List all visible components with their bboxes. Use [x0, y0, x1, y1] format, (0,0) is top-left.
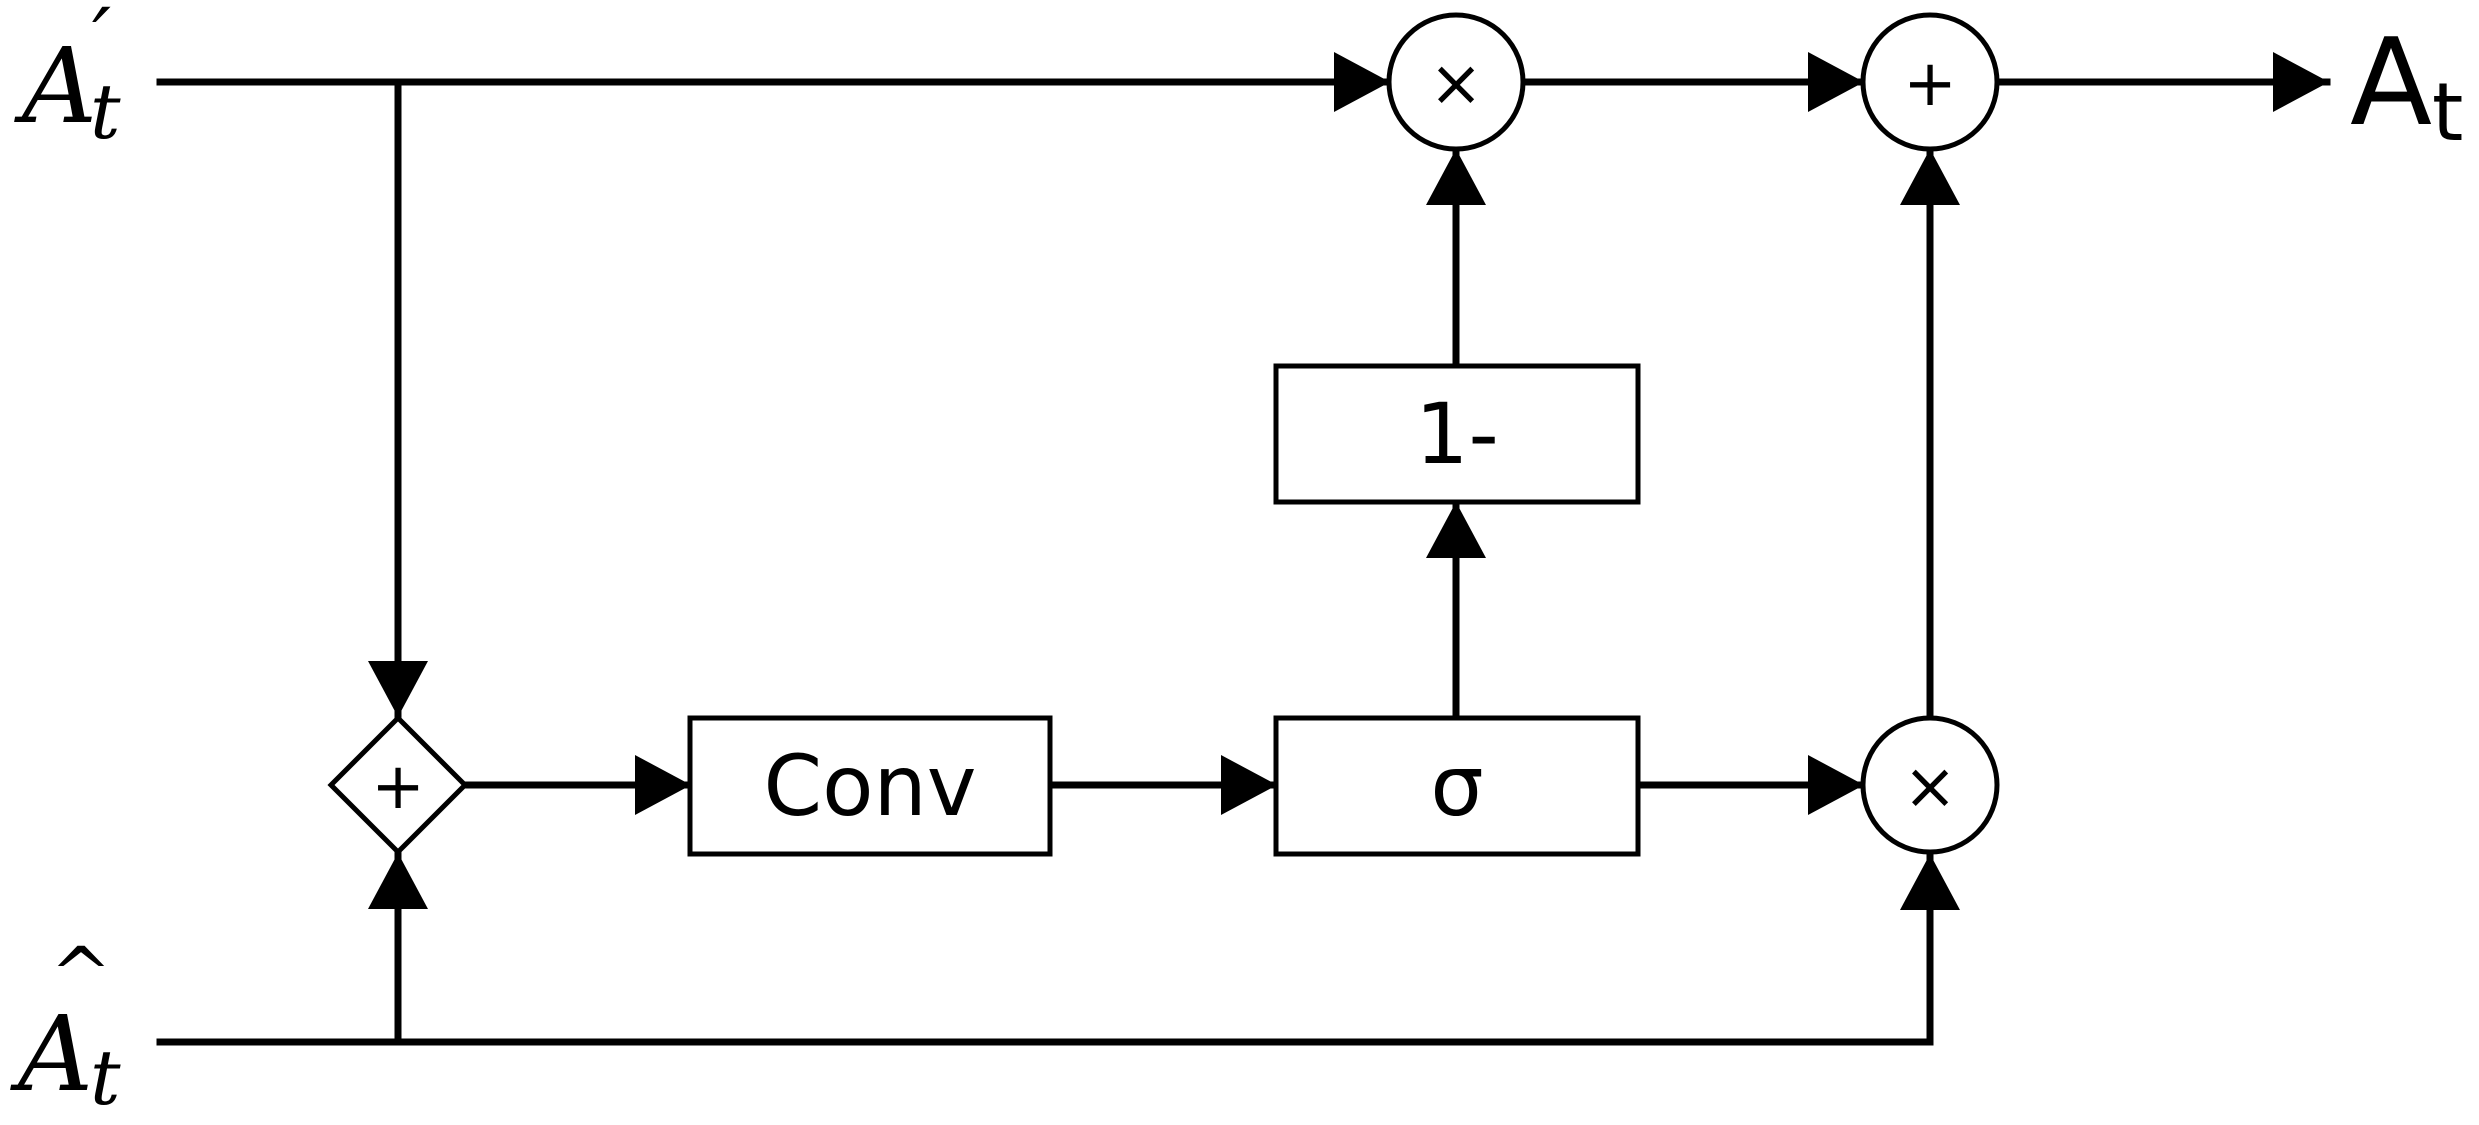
wire-ahat-to-mul-bottom — [156, 852, 1960, 1046]
input-a-prime-label: A ′ t — [14, 0, 121, 156]
svg-text:A: A — [14, 25, 97, 147]
svg-text:A: A — [10, 993, 93, 1115]
multiply-bottom-symbol: × — [1903, 750, 1957, 824]
output-base: A — [2350, 14, 2432, 153]
sigma-block: σ — [1273, 715, 1641, 857]
adder-diamond-symbol: + — [371, 750, 425, 824]
add-top-node: + — [1860, 12, 2000, 152]
sigma-label: σ — [1430, 737, 1483, 835]
one-minus-block: 1- — [1273, 363, 1641, 505]
a-prime-sub: t — [90, 67, 121, 156]
a-prime-mark: ′ — [92, 0, 111, 88]
output-a-label: A t — [2350, 14, 2463, 159]
multiply-bottom-node: × — [1860, 715, 2000, 855]
adder-diamond-node: + — [327, 714, 469, 856]
multiply-top-node: × — [1386, 12, 1526, 152]
conv-block: Conv — [687, 715, 1053, 857]
a-prime-base: A — [14, 25, 97, 147]
one-minus-label: 1- — [1415, 385, 1499, 483]
multiply-top-symbol: × — [1429, 47, 1483, 121]
a-hat-base: A — [10, 993, 93, 1115]
conv-label: Conv — [764, 737, 977, 835]
output-sub: t — [2432, 66, 2463, 159]
a-hat-mark: ^ — [50, 932, 112, 1018]
input-a-hat-label: ^ A t — [10, 932, 121, 1122]
add-top-symbol: + — [1903, 47, 1957, 121]
a-hat-sub: t — [90, 1033, 121, 1122]
